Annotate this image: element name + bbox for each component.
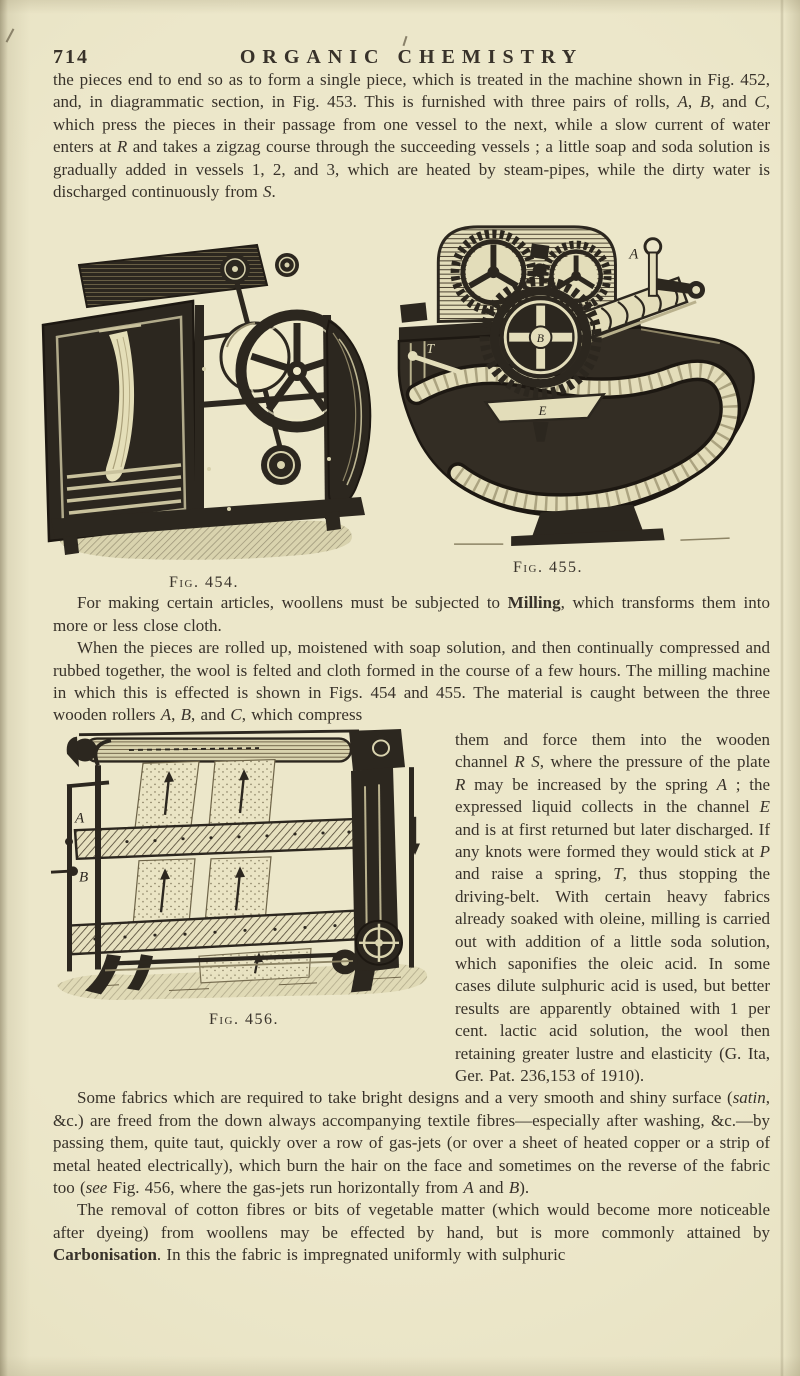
milling-washing-machine-engraving [41, 244, 372, 561]
paragraph-milling-process: When the pieces are rolled up, moistened… [53, 638, 770, 725]
figure-454: Fig. 454. [29, 219, 379, 592]
paragraph-singeing: Some fabrics which are required to take … [53, 1088, 770, 1197]
paragraph-milling-intro: For making certain articles, woollens mu… [53, 593, 770, 635]
running-head: 714 ORGANIC CHEMISTRY [53, 46, 770, 69]
fig456-label-b: B [79, 870, 88, 886]
fig455-label-t: T [426, 341, 435, 356]
figure-455: B E T A Fig. 455. [395, 219, 769, 577]
page-crease [780, 0, 784, 1376]
figure-456-caption: Fig. 456. [208, 1010, 279, 1028]
figures-row: Fig. 454. [29, 219, 780, 592]
singeing-machine-engraving: A B [50, 728, 428, 1000]
fig455-label-e: E [538, 404, 547, 418]
figure-455-caption: Fig. 455. [512, 559, 583, 577]
fig456-label-a: A [74, 811, 84, 827]
page-number: 714 [53, 46, 89, 68]
milling-machine-section-engraving: B E T A [397, 225, 755, 547]
paragraph-wash-machine: the pieces end to end so as to form a si… [53, 70, 771, 202]
fig455-label-a: A [628, 247, 639, 263]
figure-text-wrap-section: A B [50, 728, 771, 1088]
paragraph-milling-detail: them and force them into the wooden chan… [455, 729, 771, 1085]
figure-456: A B [49, 728, 439, 1029]
running-header-title: ORGANIC CHEMISTRY [239, 46, 584, 68]
paragraph-carbonisation: The removal of cotton fibres or bits of … [53, 1200, 770, 1265]
figure-454-caption: Fig. 454. [168, 574, 239, 592]
page-content: 714 ORGANIC CHEMISTRY the pieces end to … [29, 46, 780, 1265]
fig455-label-b: B [537, 332, 544, 346]
